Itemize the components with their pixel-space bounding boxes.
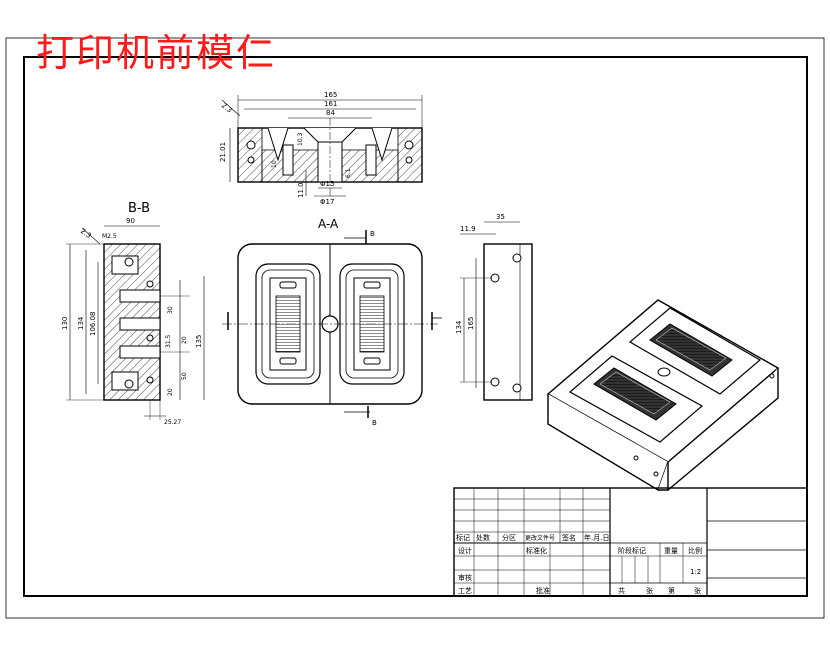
- tb-label-sign: 签名: [562, 533, 576, 542]
- tb-label-design: 设计: [458, 546, 472, 555]
- tb-label-date: 年.月.日: [584, 533, 609, 542]
- dim-small2: 6.1: [345, 168, 352, 178]
- dim-inner: 161: [324, 100, 337, 108]
- dim-hole1: Φ15: [320, 180, 334, 188]
- top-section-view: 165 161 84 2.3 21.01 11.0 10.3 6.1 10 Φ1…: [219, 91, 423, 206]
- inner-frame: [23, 56, 808, 597]
- outer-frame: [5, 37, 825, 619]
- bb-dim-width: 90: [126, 217, 135, 225]
- bb-dim-chamfer: 2.3: [79, 227, 93, 240]
- tb-label-change-doc: 更改文件号: [525, 534, 555, 542]
- tb-label-approve: 批准: [536, 586, 550, 595]
- bb-dim-s1: 30: [167, 306, 174, 314]
- isometric-view: [546, 299, 780, 492]
- dim-angle: 2.3: [220, 101, 234, 114]
- tb-sheet-no: 第: [668, 586, 675, 595]
- tb-scale-value: 1:2: [690, 568, 701, 576]
- side-dim-h1: 134: [455, 320, 463, 334]
- dim-depth: 11.0: [297, 182, 305, 198]
- bb-dim-s5: 20: [167, 388, 174, 396]
- side-dim-offset: 11.9: [460, 225, 476, 233]
- title-block: 标记 处数 分区 更改文件号 签名 年.月.日 设计 标准化 审核 工艺 批准 …: [453, 487, 808, 597]
- dim-center: 84: [326, 109, 335, 117]
- bb-dim-h3: 106.08: [89, 312, 97, 337]
- dim-small1: 10.3: [297, 132, 304, 146]
- bb-dim-s3: 31.5: [165, 334, 172, 348]
- tb-sheet-unit2: 张: [694, 586, 701, 595]
- dim-small3: 10: [271, 160, 278, 168]
- aa-label: A-A: [318, 217, 339, 231]
- dim-height: 21.01: [219, 142, 227, 162]
- tb-label-review: 审核: [458, 573, 472, 582]
- tb-label-stage: 阶段标记: [618, 546, 646, 555]
- side-dim-h2: 165: [467, 317, 475, 330]
- bb-section-view: B-B 90 2.3 M2.5 130 134 106.08 30: [61, 201, 205, 426]
- section-mark-bottom: B: [372, 419, 377, 427]
- tb-label-count: 处数: [476, 533, 490, 542]
- bb-dim-s6: 135: [195, 335, 203, 348]
- tb-label-standard: 标准化: [526, 546, 547, 555]
- bb-dim-bottom: 25.27: [164, 419, 181, 426]
- bb-dim-s2: 20: [181, 336, 188, 344]
- side-view: 35 11.9 134 165: [455, 213, 533, 401]
- tb-label-zone: 分区: [502, 533, 516, 542]
- bb-dim-h2: 134: [77, 316, 85, 330]
- tb-label-weight: 重量: [664, 547, 678, 555]
- tb-label-process: 工艺: [458, 587, 472, 595]
- bb-dim-note: M2.5: [102, 233, 117, 240]
- dim-hole2: Φ17: [320, 198, 334, 206]
- tb-label-scale: 比例: [688, 546, 702, 555]
- tb-label-mark: 标记: [456, 533, 470, 542]
- bb-dim-h1: 130: [61, 317, 69, 330]
- page-title: 打印机前模仁: [36, 31, 277, 75]
- bb-label: B-B: [128, 201, 150, 216]
- dim-overall: 165: [324, 91, 337, 99]
- tb-sheet-total: 共: [618, 586, 625, 595]
- tb-sheet-unit: 张: [646, 586, 653, 595]
- section-mark-top: B: [370, 230, 375, 238]
- bb-dim-s4: 50: [181, 372, 188, 380]
- aa-plan-view: A-A B B: [222, 217, 442, 427]
- side-dim-width: 35: [496, 213, 505, 221]
